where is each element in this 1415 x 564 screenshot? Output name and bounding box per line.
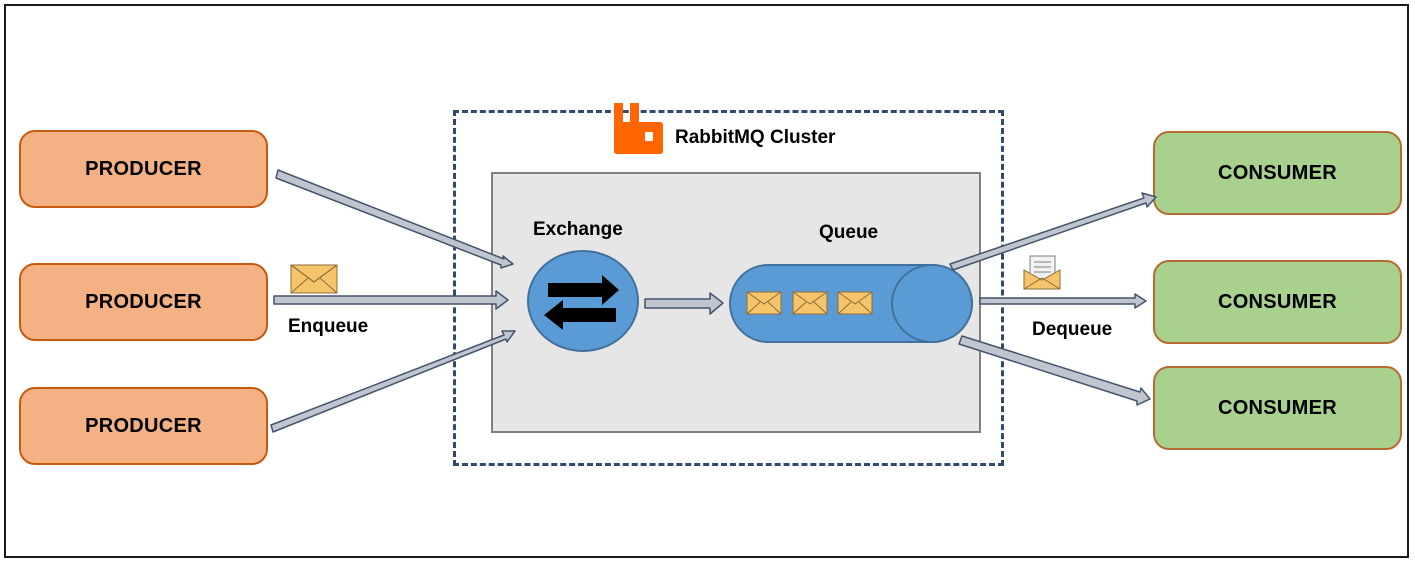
exchange-node xyxy=(527,250,639,352)
consumer-label: CONSUMER xyxy=(1217,161,1338,184)
cluster-title: RabbitMQ Cluster xyxy=(675,127,836,148)
producer-label: PRODUCER xyxy=(85,290,202,313)
queue-to-consumer-arrow xyxy=(958,335,1151,406)
queued-message-icon xyxy=(746,291,782,315)
consumer-node: CONSUMER xyxy=(1153,366,1402,450)
producer-to-exchange-arrow xyxy=(275,169,514,269)
producer-label: PRODUCER xyxy=(85,157,202,180)
enqueue-label: Enqueue xyxy=(288,316,369,337)
consumer-node: CONSUMER xyxy=(1153,131,1402,215)
open-envelope-icon xyxy=(1023,255,1061,290)
producer-label: PRODUCER xyxy=(85,414,202,437)
consumer-label: CONSUMER xyxy=(1217,290,1338,313)
swap-arrows-icon xyxy=(544,275,619,330)
producer-to-exchange-arrow xyxy=(270,330,516,433)
queued-message-icon xyxy=(837,291,873,315)
consumer-node: CONSUMER xyxy=(1153,260,1402,344)
producer-node: PRODUCER xyxy=(19,387,268,465)
exchange-to-queue-arrow xyxy=(644,292,724,315)
queue-to-consumer-arrow xyxy=(949,192,1157,271)
diagram-frame xyxy=(4,4,1409,558)
exchange-label: Exchange xyxy=(533,219,623,240)
queued-message-icon xyxy=(792,291,828,315)
producer-to-exchange-arrow xyxy=(273,290,509,310)
rabbitmq-logo-icon xyxy=(614,103,663,154)
consumer-label: CONSUMER xyxy=(1217,396,1338,419)
rabbitmq-cluster-boundary xyxy=(453,110,1004,466)
queue-label: Queue xyxy=(819,222,879,243)
producer-node: PRODUCER xyxy=(19,130,268,208)
producer-node: PRODUCER xyxy=(19,263,268,341)
envelope-icon xyxy=(290,264,338,294)
queue-to-consumer-arrow xyxy=(979,293,1147,309)
dequeue-label: Dequeue xyxy=(1032,319,1113,340)
